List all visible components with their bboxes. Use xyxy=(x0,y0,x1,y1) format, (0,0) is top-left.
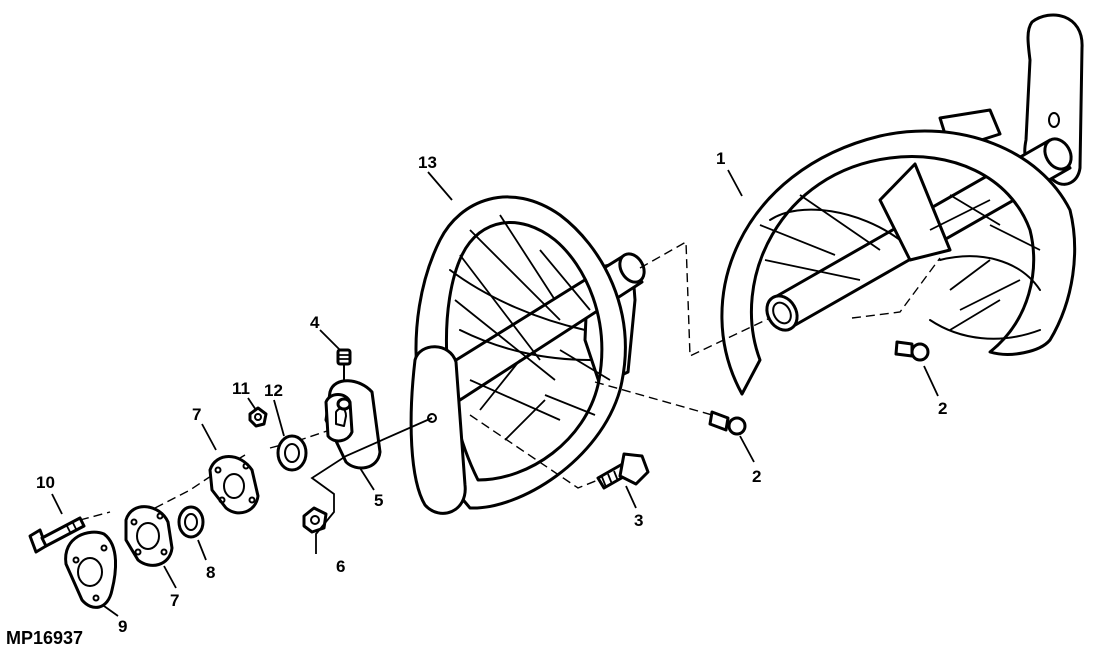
callout-3: 3 xyxy=(634,511,643,530)
leader-lines xyxy=(51,169,939,617)
carriage-bolt-part-10 xyxy=(28,516,86,554)
figure-id: MP16937 xyxy=(6,628,83,648)
callout-12: 12 xyxy=(264,381,283,400)
callout-7-upper: 7 xyxy=(192,405,201,424)
callout-5: 5 xyxy=(374,491,383,510)
callout-9: 9 xyxy=(118,617,127,636)
callout-10: 10 xyxy=(36,473,55,492)
grease-fitting-part-2-upper xyxy=(894,340,930,362)
callout-2-lower: 2 xyxy=(752,467,761,486)
auger-half-right xyxy=(720,13,1084,396)
callout-1: 1 xyxy=(716,149,725,168)
nut-part-11 xyxy=(248,406,268,428)
bolt-part-3 xyxy=(596,452,650,490)
setscrew-part-4 xyxy=(336,348,352,381)
bearing-housing-part-5 xyxy=(324,379,382,470)
callout-7-lower: 7 xyxy=(170,591,179,610)
bearing-part-12 xyxy=(276,434,308,472)
nut-part-6 xyxy=(302,506,328,534)
flangette-part-7-upper xyxy=(208,455,260,515)
grease-fitting-part-2-lower xyxy=(708,410,747,436)
callout-8: 8 xyxy=(206,563,215,582)
bearing-insert-part-8 xyxy=(177,505,205,539)
callout-11: 11 xyxy=(232,379,250,398)
callout-labels: 13 1 2 2 3 4 5 6 11 12 7 8 7 9 10 MP1693… xyxy=(6,149,947,648)
flangette-part-7-lower xyxy=(124,505,174,567)
callout-2-upper: 2 xyxy=(938,399,947,418)
auger-half-left xyxy=(409,195,646,515)
callout-13: 13 xyxy=(418,153,437,172)
callout-4: 4 xyxy=(310,313,320,332)
callout-6: 6 xyxy=(336,557,345,576)
flange-plate-part-9 xyxy=(64,530,118,609)
